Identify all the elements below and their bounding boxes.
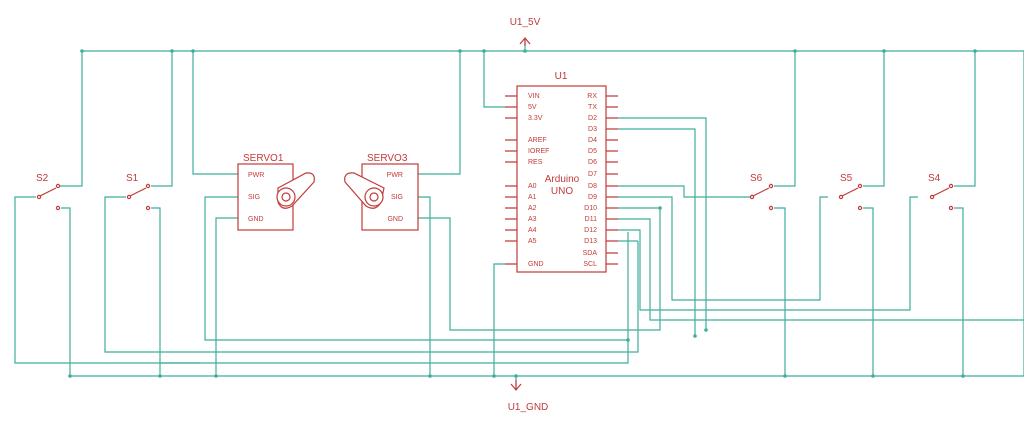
servo1-sig-wire <box>204 196 628 341</box>
servo3[interactable]: SERVO3 PWR SIG GND <box>344 153 419 231</box>
pin-a3: A3 <box>528 216 537 223</box>
pin-d3: D3 <box>588 126 597 133</box>
servo1-pin-sig: SIG <box>248 194 260 201</box>
servo3-pin-pwr: PWR <box>387 172 403 179</box>
pin-d11: D11 <box>585 216 597 223</box>
switch-s1[interactable]: S1 <box>126 173 151 211</box>
servo1-gnd-wire <box>215 217 238 376</box>
pin-d4: D4 <box>588 137 597 144</box>
junctions <box>68 49 977 378</box>
s6-top-wire <box>774 51 796 187</box>
pin-gnd: GND <box>528 261 544 268</box>
vcc-symbol: U1_5V <box>510 17 541 46</box>
pin-d7: D7 <box>588 171 597 178</box>
pin-a0: A0 <box>528 183 537 190</box>
pin-aref: AREF <box>528 137 547 144</box>
u1-ref: U1 <box>555 71 568 82</box>
arduino-left-pin-labels: VIN 5V 3.3V AREF IOREF RES A0 A1 A2 A3 A… <box>528 93 549 268</box>
s4-right-wire <box>954 207 964 376</box>
d2-wire <box>618 117 707 330</box>
s1-label: S1 <box>126 173 139 184</box>
switch-s2[interactable]: S2 <box>36 173 61 211</box>
servo1[interactable]: SERVO1 PWR SIG GND <box>237 153 315 231</box>
servo3-pin-gnd: GND <box>387 216 403 223</box>
pin-d8: D8 <box>588 183 597 190</box>
pin-d9: D9 <box>588 194 597 201</box>
arduino-name-line2: UNO <box>551 186 573 197</box>
servo1-pwr-wire <box>192 51 238 175</box>
pin-res: RES <box>528 159 543 166</box>
servo3-pin-sig: SIG <box>391 194 403 201</box>
pin-5v: 5V <box>528 104 537 111</box>
s2-right-wire <box>61 207 71 376</box>
pin-d10: D10 <box>584 205 597 212</box>
d9-wire <box>618 196 828 301</box>
servo3-pwr-wire <box>418 51 461 175</box>
s1-right-wire <box>151 207 161 376</box>
vcc-label: U1_5V <box>510 17 541 28</box>
servo1-pin-gnd: GND <box>248 216 264 223</box>
s1-top-wire <box>151 51 173 187</box>
u1-gnd-wire <box>493 263 505 376</box>
pin-3v3: 3.3V <box>528 115 543 122</box>
pin-tx: TX <box>588 104 597 111</box>
pin-d6: D6 <box>588 159 597 166</box>
switch-s4[interactable]: S4 <box>928 173 954 211</box>
pin-vin: VIN <box>528 93 540 100</box>
pin-d5: D5 <box>588 148 597 155</box>
pin-a1: A1 <box>528 194 537 201</box>
servo1-pin-pwr: PWR <box>248 172 264 179</box>
s2-left-wire <box>14 196 629 364</box>
u1-5v-wire <box>483 51 505 108</box>
d3-wire <box>618 128 696 336</box>
arduino-right-pin-stubs <box>606 95 618 265</box>
s4-top-wire <box>954 51 976 187</box>
pin-a4: A4 <box>528 227 537 234</box>
wires <box>14 38 1024 388</box>
gnd-symbol: U1_GND <box>508 380 549 413</box>
s5-right-wire <box>863 207 874 376</box>
s6-label: S6 <box>750 173 763 184</box>
s2-top-wire <box>60 51 83 187</box>
servo3-gnd-wire <box>418 208 661 331</box>
switch-s6[interactable]: S6 <box>749 173 774 211</box>
arduino-right-pin-labels: RX TX D2 D3 D4 D5 D6 D7 D8 D9 D10 D11 D1… <box>583 93 598 268</box>
pin-scl: SCL <box>583 261 597 268</box>
pin-ioref: IOREF <box>528 148 549 155</box>
servo1-ref: SERVO1 <box>243 153 284 164</box>
d12-wire <box>618 196 918 311</box>
servo3-horn-icon <box>344 172 385 209</box>
arduino-left-pin-stubs <box>505 95 517 265</box>
arduino-name-line1: Arduino <box>545 174 580 185</box>
pin-d12: D12 <box>584 227 597 234</box>
pin-sda: SDA <box>583 250 598 257</box>
s5-top-wire <box>863 51 885 187</box>
pin-rx: RX <box>587 93 597 100</box>
servo1-horn-icon <box>276 172 315 209</box>
switch-s5[interactable]: S5 <box>838 173 863 211</box>
servo3-sig-wire <box>418 196 431 376</box>
d8-wire <box>618 185 750 198</box>
pin-a5: A5 <box>528 238 537 245</box>
s4-label: S4 <box>928 173 941 184</box>
s1-left-wire <box>104 196 639 353</box>
s2-label: S2 <box>36 173 49 184</box>
s6-right-wire <box>774 207 786 376</box>
d11-wire <box>618 218 1024 321</box>
s5-label: S5 <box>840 173 853 184</box>
arduino-uno[interactable]: U1 Arduino UNO VIN 5V 3.3V AREF IOREF RE… <box>505 71 618 273</box>
pin-a2: A2 <box>528 205 537 212</box>
pin-d2: D2 <box>588 115 597 122</box>
pin-d13: D13 <box>584 238 597 245</box>
servo3-ref: SERVO3 <box>367 153 408 164</box>
gnd-label: U1_GND <box>508 402 549 413</box>
